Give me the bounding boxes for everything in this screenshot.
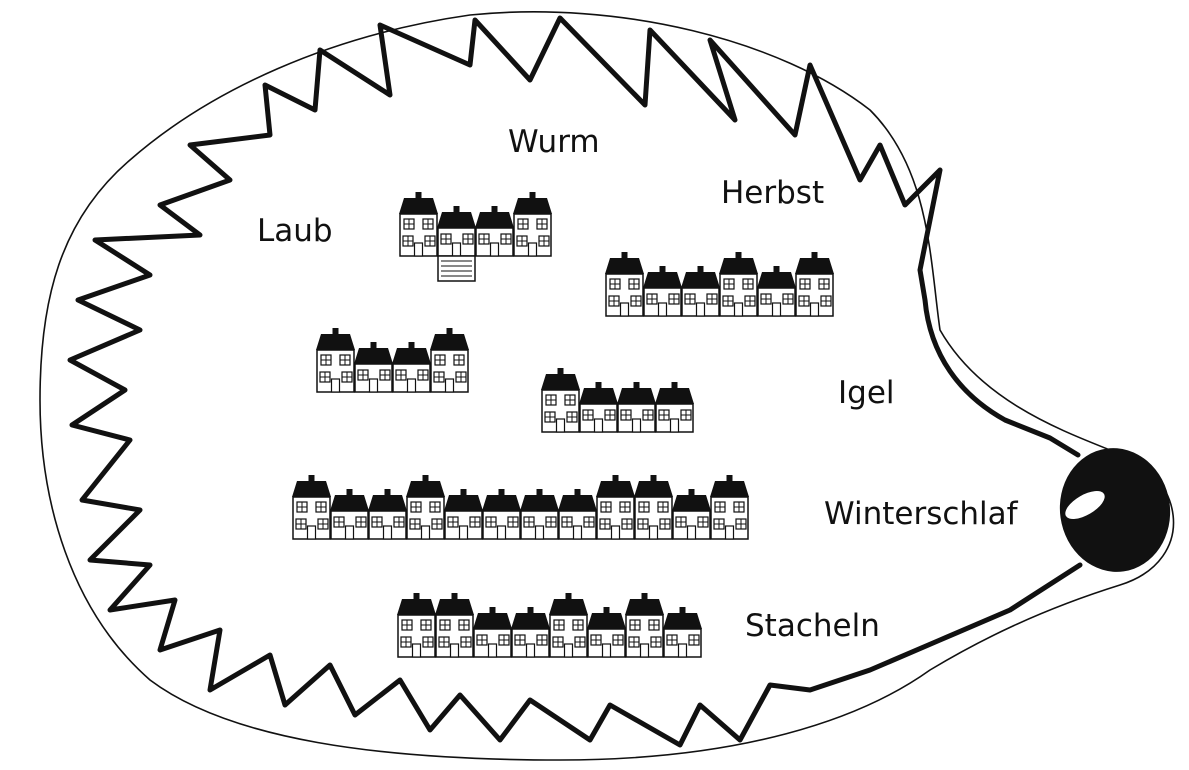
word-laub: Laub: [257, 213, 333, 249]
word-igel: Igel: [838, 375, 895, 411]
short-house: [482, 489, 521, 540]
nose-highlight: [1065, 491, 1105, 519]
base-box: [437, 255, 476, 282]
tall-house: [435, 593, 474, 658]
short-house: [444, 489, 483, 540]
tall-house: [596, 475, 635, 540]
tall-house: [541, 368, 580, 433]
tall-house: [625, 593, 664, 658]
tall-house: [605, 252, 644, 317]
hedgehog-nose: [1059, 448, 1171, 572]
short-house: [368, 489, 407, 540]
tall-house: [795, 252, 834, 317]
word-stacheln: Stacheln: [745, 608, 880, 644]
short-house: [672, 489, 711, 540]
short-house: [354, 342, 393, 393]
short-house: [437, 206, 476, 257]
house-group-stacheln: [397, 593, 702, 658]
short-house: [558, 489, 597, 540]
tall-house: [710, 475, 749, 540]
house-rows: [292, 192, 834, 658]
tall-house: [549, 593, 588, 658]
short-house: [663, 607, 702, 658]
tall-house: [399, 192, 438, 257]
tall-house: [634, 475, 673, 540]
hedgehog-spikes: [67, 15, 1083, 748]
house-group-laub: [316, 328, 469, 393]
tall-house: [430, 328, 469, 393]
house-group-herbst: [605, 252, 834, 317]
tall-house: [513, 192, 552, 257]
short-house: [757, 266, 796, 317]
word-herbst: Herbst: [721, 175, 825, 211]
short-house: [681, 266, 720, 317]
short-house: [392, 342, 431, 393]
house-group-wurm: [399, 192, 552, 282]
short-house: [520, 489, 559, 540]
short-house: [475, 206, 514, 257]
short-house: [579, 382, 618, 433]
tall-house: [292, 475, 331, 540]
short-house: [511, 607, 550, 658]
tall-house: [406, 475, 445, 540]
short-house: [655, 382, 694, 433]
tall-house: [719, 252, 758, 317]
short-house: [330, 489, 369, 540]
tall-house: [397, 593, 436, 658]
house-group-winterschlaf: [292, 475, 749, 540]
short-house: [587, 607, 626, 658]
short-house: [617, 382, 656, 433]
word-winterschlaf: Winterschlaf: [824, 496, 1018, 532]
short-house: [473, 607, 512, 658]
tall-house: [316, 328, 355, 393]
word-wurm: Wurm: [508, 124, 600, 160]
short-house: [643, 266, 682, 317]
house-group-igel: [541, 368, 694, 433]
